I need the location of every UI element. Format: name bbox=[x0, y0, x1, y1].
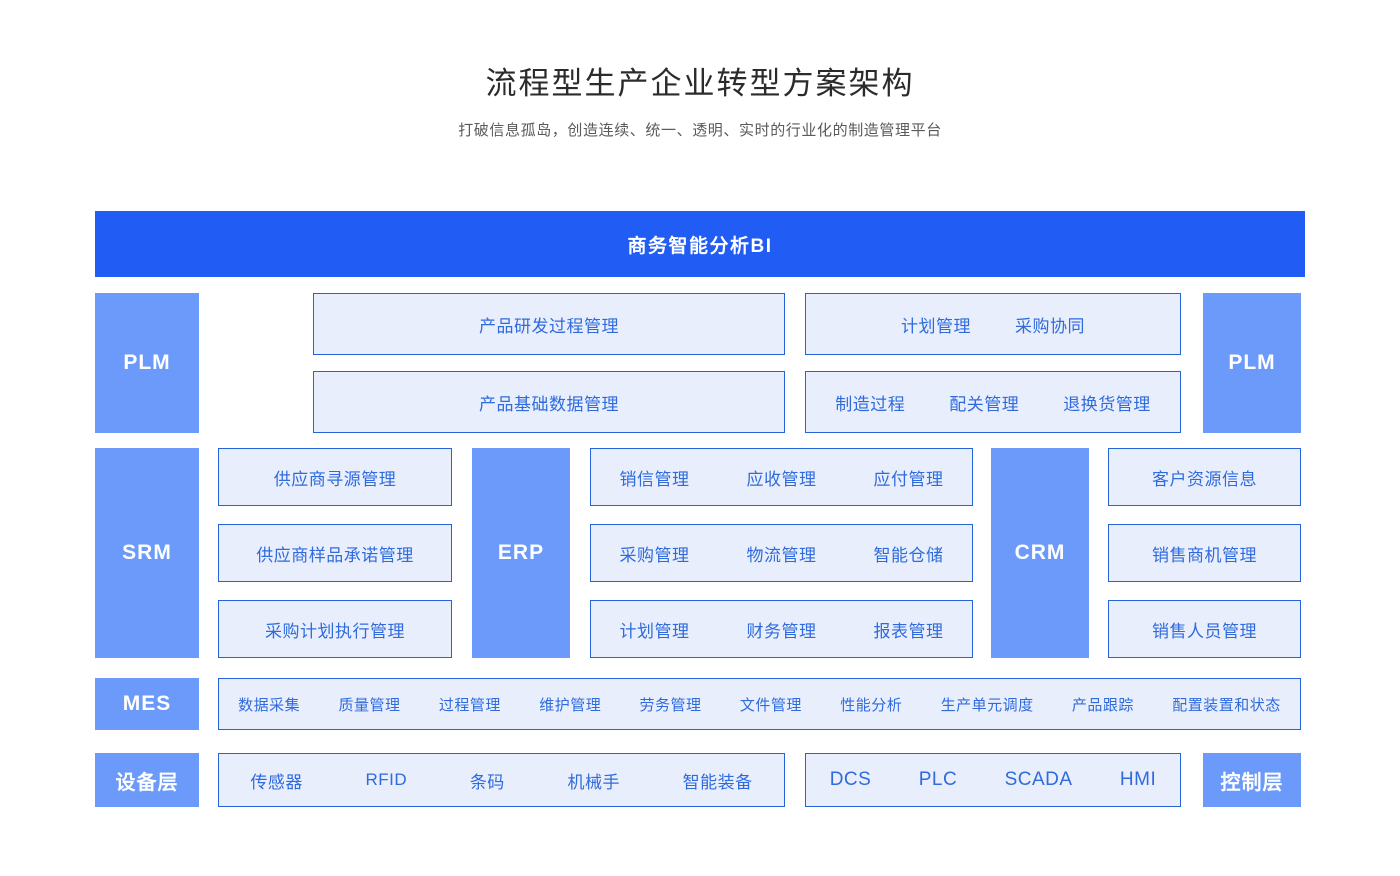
page-header: 流程型生产企业转型方案架构 打破信息孤岛，创造连续、统一、透明、实时的行业化的制… bbox=[0, 62, 1400, 142]
card-srm-2-items: 供应商样品承诺管理 bbox=[219, 541, 451, 566]
card-item: 机械手 bbox=[567, 772, 620, 792]
card-plm-2[interactable]: 产品基础数据管理 bbox=[313, 371, 785, 433]
page-subtitle: 打破信息孤岛，创造连续、统一、透明、实时的行业化的制造管理平台 bbox=[458, 122, 942, 139]
module-block-erp[interactable]: ERP bbox=[472, 448, 570, 658]
card-plm-4-items: 制造过程 配关管理 退换货管理 bbox=[806, 390, 1180, 415]
card-crm-1-items: 客户资源信息 bbox=[1109, 465, 1300, 490]
card-crm-1[interactable]: 客户资源信息 bbox=[1108, 448, 1301, 506]
module-block-plm-right[interactable]: PLM bbox=[1203, 293, 1301, 433]
card-item: 产品跟踪 bbox=[1071, 696, 1134, 714]
card-item: 报表管理 bbox=[873, 621, 944, 641]
card-device-layer-items[interactable]: 传感器 RFID 条码 机械手 智能装备 bbox=[218, 753, 785, 807]
card-mes-items[interactable]: 数据采集 质量管理 过程管理 维护管理 劳务管理 文件管理 性能分析 生产单元调… bbox=[218, 678, 1301, 730]
module-block-mes-label: MES bbox=[122, 692, 172, 715]
card-erp-3[interactable]: 计划管理 财务管理 报表管理 bbox=[590, 600, 973, 658]
card-erp-1-items: 销信管理 应收管理 应付管理 bbox=[591, 465, 972, 490]
card-item: 销信管理 bbox=[619, 469, 690, 489]
card-item: 生产单元调度 bbox=[940, 696, 1034, 714]
module-block-crm[interactable]: CRM bbox=[991, 448, 1089, 658]
card-crm-2[interactable]: 销售商机管理 bbox=[1108, 524, 1301, 582]
card-plm-4[interactable]: 制造过程 配关管理 退换货管理 bbox=[805, 371, 1181, 433]
card-item: 过程管理 bbox=[438, 696, 501, 714]
card-item: 产品基础数据管理 bbox=[479, 394, 619, 414]
card-srm-1-items: 供应商寻源管理 bbox=[219, 465, 451, 490]
card-item: SCADA bbox=[1004, 769, 1073, 790]
module-block-srm-label: SRM bbox=[122, 541, 172, 564]
card-plm-1-items: 产品研发过程管理 bbox=[314, 312, 784, 337]
card-item: 采购计划执行管理 bbox=[265, 621, 405, 641]
module-block-plm-left-label: PLM bbox=[123, 351, 171, 374]
card-item: HMI bbox=[1119, 769, 1157, 790]
card-item: 财务管理 bbox=[746, 621, 817, 641]
card-item: 配置装置和状态 bbox=[1172, 696, 1281, 714]
module-block-plm-right-label: PLM bbox=[1228, 351, 1276, 374]
card-crm-3[interactable]: 销售人员管理 bbox=[1108, 600, 1301, 658]
card-item: 应收管理 bbox=[746, 469, 817, 489]
card-item: 销售人员管理 bbox=[1152, 621, 1257, 641]
card-item: 采购协同 bbox=[1015, 316, 1085, 336]
card-item: 性能分析 bbox=[840, 696, 903, 714]
card-mes-item-list: 数据采集 质量管理 过程管理 维护管理 劳务管理 文件管理 性能分析 生产单元调… bbox=[219, 694, 1300, 715]
card-device-layer-item-list: 传感器 RFID 条码 机械手 智能装备 bbox=[219, 768, 784, 793]
card-plm-3-items: 计划管理 采购协同 bbox=[806, 312, 1180, 337]
module-block-control-layer-label: 控制层 bbox=[1220, 771, 1284, 794]
card-srm-3[interactable]: 采购计划执行管理 bbox=[218, 600, 452, 658]
card-item: 劳务管理 bbox=[639, 696, 702, 714]
bi-layer-bar[interactable]: 商务智能分析BI bbox=[95, 211, 1305, 277]
card-crm-2-items: 销售商机管理 bbox=[1109, 541, 1300, 566]
diagram-body: 商务智能分析BI PLM PLM 产品研发过程管理 产品基础数据管理 计划管理 … bbox=[95, 211, 1305, 807]
card-plm-1[interactable]: 产品研发过程管理 bbox=[313, 293, 785, 355]
card-erp-1[interactable]: 销信管理 应收管理 应付管理 bbox=[590, 448, 973, 506]
card-control-layer-item-list: DCS PLC SCADA HMI bbox=[806, 769, 1180, 791]
card-crm-3-items: 销售人员管理 bbox=[1109, 617, 1300, 642]
card-srm-3-items: 采购计划执行管理 bbox=[219, 617, 451, 642]
card-item: RFID bbox=[365, 770, 408, 789]
module-block-mes[interactable]: MES bbox=[95, 678, 199, 730]
bi-layer-label: 商务智能分析BI bbox=[627, 235, 773, 257]
card-item: 维护管理 bbox=[539, 696, 602, 714]
card-item: 配关管理 bbox=[949, 394, 1020, 414]
module-block-device-layer[interactable]: 设备层 bbox=[95, 753, 199, 807]
card-item: 应付管理 bbox=[873, 469, 944, 489]
card-item: 供应商寻源管理 bbox=[273, 469, 397, 489]
card-plm-2-items: 产品基础数据管理 bbox=[314, 390, 784, 415]
card-control-layer-items[interactable]: DCS PLC SCADA HMI bbox=[805, 753, 1181, 807]
card-item: 产品研发过程管理 bbox=[479, 316, 619, 336]
card-erp-3-items: 计划管理 财务管理 报表管理 bbox=[591, 617, 972, 642]
card-plm-3[interactable]: 计划管理 采购协同 bbox=[805, 293, 1181, 355]
module-block-erp-label: ERP bbox=[497, 541, 545, 564]
card-erp-2[interactable]: 采购管理 物流管理 智能仓储 bbox=[590, 524, 973, 582]
card-item: 文件管理 bbox=[739, 696, 802, 714]
module-block-srm[interactable]: SRM bbox=[95, 448, 199, 658]
card-erp-2-items: 采购管理 物流管理 智能仓储 bbox=[591, 541, 972, 566]
card-srm-1[interactable]: 供应商寻源管理 bbox=[218, 448, 452, 506]
card-item: PLC bbox=[918, 769, 958, 790]
card-item: 物流管理 bbox=[746, 545, 817, 565]
card-item: 制造过程 bbox=[835, 394, 906, 414]
card-item: 计划管理 bbox=[619, 621, 690, 641]
card-item: 退换货管理 bbox=[1063, 394, 1151, 414]
module-block-device-layer-label: 设备层 bbox=[115, 771, 179, 794]
card-item: 智能仓储 bbox=[873, 545, 944, 565]
card-item: 数据采集 bbox=[238, 696, 301, 714]
module-block-plm-left[interactable]: PLM bbox=[95, 293, 199, 433]
card-item: 质量管理 bbox=[338, 696, 401, 714]
card-item: 客户资源信息 bbox=[1152, 469, 1257, 489]
card-srm-2[interactable]: 供应商样品承诺管理 bbox=[218, 524, 452, 582]
page-title: 流程型生产企业转型方案架构 bbox=[485, 66, 915, 101]
card-item: 供应商样品承诺管理 bbox=[256, 545, 414, 565]
card-item: 采购管理 bbox=[619, 545, 690, 565]
card-item: 销售商机管理 bbox=[1152, 545, 1257, 565]
card-item: 智能装备 bbox=[682, 772, 753, 792]
card-item: 计划管理 bbox=[901, 316, 971, 336]
module-block-control-layer[interactable]: 控制层 bbox=[1203, 753, 1301, 807]
card-item: DCS bbox=[829, 769, 872, 790]
card-item: 条码 bbox=[469, 772, 505, 792]
card-item: 传感器 bbox=[250, 772, 303, 792]
module-block-crm-label: CRM bbox=[1014, 541, 1066, 564]
